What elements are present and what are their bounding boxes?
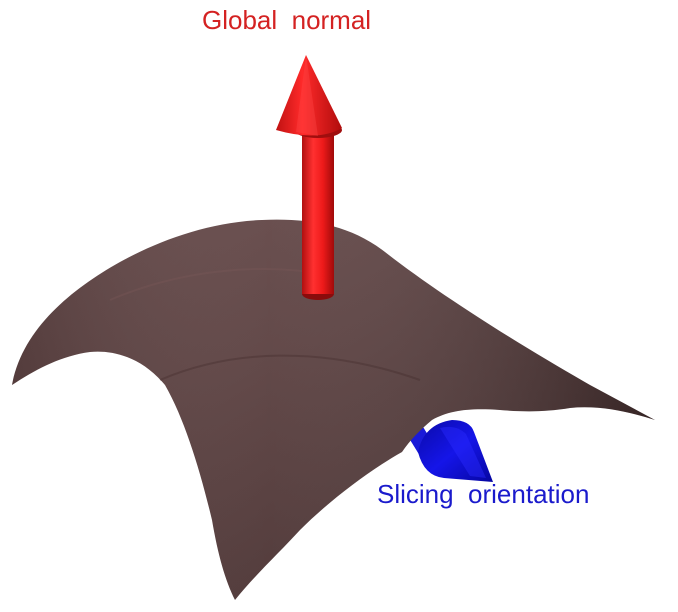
- slicing-orientation-label: Slicing orientation: [377, 479, 590, 509]
- normal-arrow-head: [276, 55, 342, 136]
- normal-arrow-shaft: [302, 128, 334, 294]
- slicing-arrow-head: [418, 420, 493, 482]
- global-normal-arrow: [276, 55, 342, 300]
- global-normal-label: Global normal: [202, 5, 372, 35]
